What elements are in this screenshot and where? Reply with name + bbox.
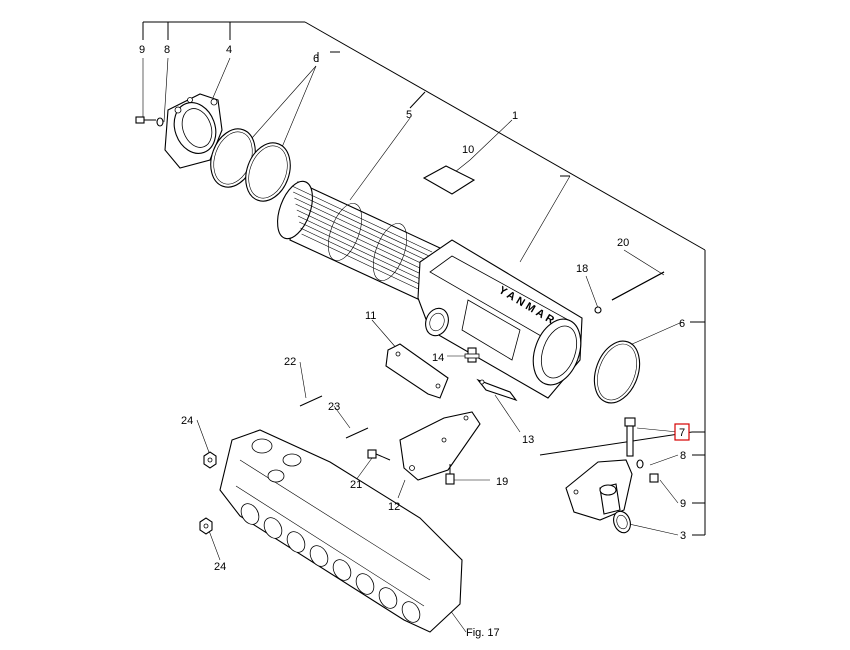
callout-14[interactable]: 14: [432, 352, 444, 364]
figure-reference[interactable]: Fig. 17: [466, 627, 500, 639]
callout-24-upper[interactable]: 24: [181, 415, 193, 427]
tube-line: [296, 209, 437, 277]
callout-22[interactable]: 22: [284, 356, 296, 368]
washer-part-8-top[interactable]: [156, 117, 164, 127]
callout-11[interactable]: 11: [365, 310, 376, 322]
tube-line: [299, 221, 440, 289]
callout-24-lower[interactable]: 24: [214, 561, 226, 573]
leader-lines: [142, 57, 683, 633]
manifold-assembly: [219, 429, 463, 633]
callout-9-right[interactable]: 9: [680, 498, 686, 510]
stud-bolt-part-20[interactable]: [611, 271, 665, 301]
tube-line: [295, 203, 436, 271]
callout-10[interactable]: 10: [462, 144, 474, 156]
manifold-port: [263, 517, 283, 539]
cooler-housing-part-1[interactable]: YANMAR: [417, 239, 589, 399]
callout-3[interactable]: 3: [680, 530, 686, 542]
callout-8-top[interactable]: 8: [164, 44, 170, 56]
bolt-part-9-right[interactable]: [649, 473, 659, 483]
callout-6-top[interactable]: 6: [313, 53, 319, 65]
manifold-port: [332, 559, 352, 581]
callout-13[interactable]: 13: [522, 434, 534, 446]
manifold-port: [240, 503, 260, 525]
bracket-part-13[interactable]: [476, 378, 518, 402]
outlet-housing-part-3[interactable]: [565, 459, 633, 535]
bolt-part-19[interactable]: [445, 464, 455, 485]
stud-part-23[interactable]: [345, 427, 369, 439]
support-bracket-part-12[interactable]: [399, 411, 481, 481]
manifold-port: [401, 601, 421, 623]
tube-bundle-part-5[interactable]: [271, 177, 442, 301]
callout-8-right[interactable]: 8: [680, 450, 686, 462]
callout-23[interactable]: 23: [328, 401, 340, 413]
bolt-part-21[interactable]: [367, 449, 391, 461]
fitting-part-14[interactable]: [464, 347, 480, 363]
bolt-part-7[interactable]: [624, 417, 636, 457]
callout-7-highlighted[interactable]: 7: [674, 423, 690, 441]
end-cover-part-4[interactable]: [164, 93, 223, 169]
callout-5[interactable]: 5: [406, 109, 412, 121]
manifold-port: [309, 545, 329, 567]
o-ring-part-6-right[interactable]: [586, 335, 647, 410]
bolt-part-18[interactable]: [594, 306, 602, 314]
callout-20[interactable]: 20: [617, 237, 629, 249]
nut-part-24-lower[interactable]: [199, 517, 213, 535]
tube-line: [293, 191, 434, 259]
o-ring-part-6-left-b[interactable]: [238, 137, 298, 208]
callout-1[interactable]: 1: [512, 110, 518, 122]
manifold-port: [378, 587, 398, 609]
manifold-port: [355, 573, 375, 595]
callout-19[interactable]: 19: [496, 476, 508, 488]
callout-7-text: 7: [679, 427, 685, 439]
washer-part-8-right[interactable]: [636, 459, 644, 469]
tube-line: [294, 197, 435, 265]
tube-line: [300, 227, 441, 295]
bolt-part-9-top[interactable]: [135, 116, 156, 124]
callout-bracket-lines: [142, 21, 706, 536]
tube-line: [291, 185, 433, 253]
label-plate-part-10[interactable]: [422, 165, 476, 195]
callout-6-right[interactable]: 6: [679, 318, 685, 330]
nut-part-24-upper[interactable]: [203, 451, 217, 469]
callout-12[interactable]: 12: [388, 501, 400, 513]
manifold-port: [286, 531, 306, 553]
stud-part-22[interactable]: [299, 395, 323, 407]
tube-line: [297, 215, 439, 283]
callout-9-top[interactable]: 9: [139, 44, 145, 56]
callout-labels: 9 8 4 6 5 1 10 20 18 6 11 14 22 23 24 13…: [139, 44, 686, 639]
callout-4[interactable]: 4: [226, 44, 232, 56]
callout-18[interactable]: 18: [576, 263, 588, 275]
gasket-part-11[interactable]: [385, 343, 449, 399]
callout-21[interactable]: 21: [350, 479, 362, 491]
